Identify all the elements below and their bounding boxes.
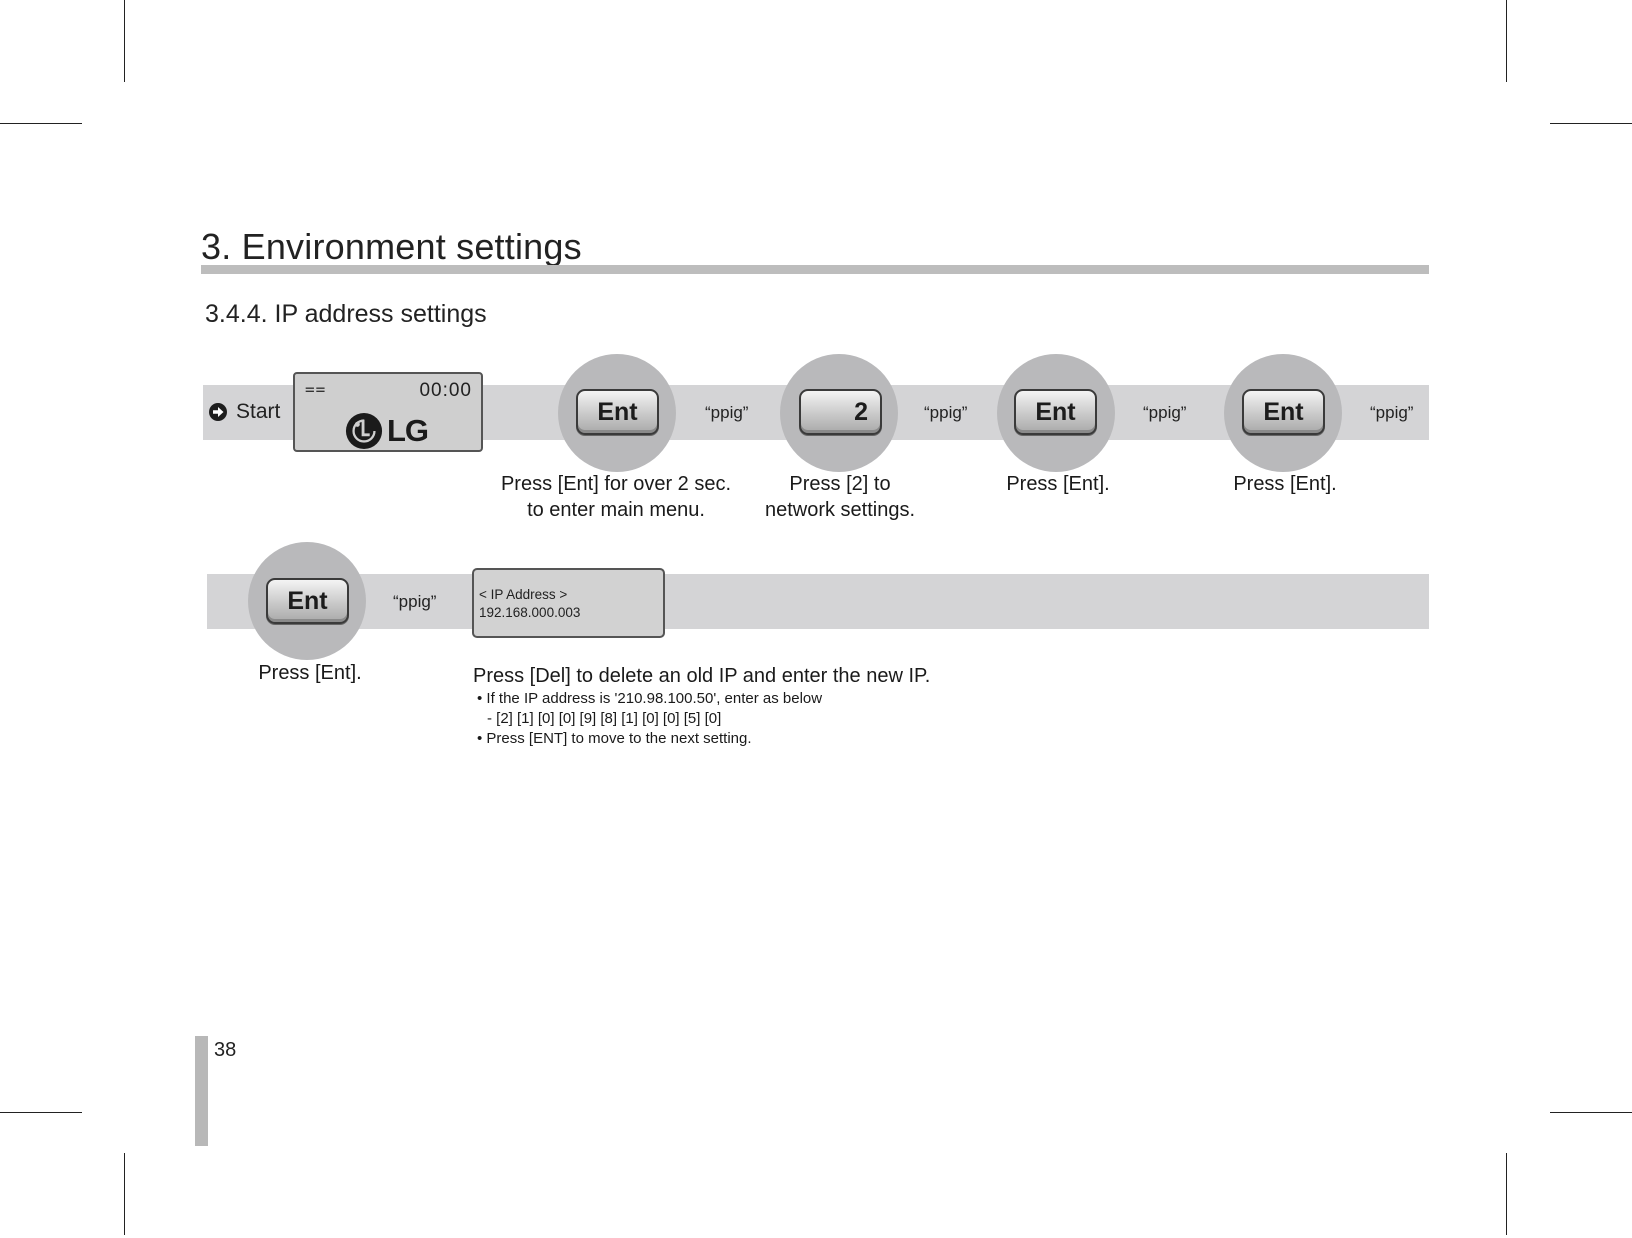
ip-instructions: Press [Del] to delete an old IP and ente… xyxy=(473,663,930,749)
start-text: Start xyxy=(236,400,281,423)
crop-mark xyxy=(1550,1112,1632,1113)
beep-sound-label: “ppig” xyxy=(1370,403,1414,422)
caption-line: Press [Ent] for over 2 sec. xyxy=(500,473,732,495)
crop-mark xyxy=(0,123,82,124)
beep-sound-label: “ppig” xyxy=(1143,403,1187,422)
crop-mark xyxy=(124,0,125,82)
instruction-main: Press [Del] to delete an old IP and ente… xyxy=(473,665,931,687)
ent-key[interactable]: Ent xyxy=(266,578,349,624)
subsection-title: 3.4.4. IP address settings xyxy=(205,300,487,328)
lg-logo-text: LG xyxy=(387,413,429,448)
ent-key[interactable]: Ent xyxy=(1242,389,1325,435)
page-number: 38 xyxy=(214,1039,237,1061)
lcd-line: < IP Address > xyxy=(479,587,568,602)
step-caption: Press [Ent] for over 2 sec. to enter mai… xyxy=(490,471,742,523)
caption-line: network settings. xyxy=(764,499,916,521)
step-caption: Press [Ent]. xyxy=(1207,471,1363,497)
beep-sound-label: “ppig” xyxy=(924,403,968,422)
lcd-clock: 00:00 xyxy=(419,380,472,401)
start-label: Start xyxy=(208,399,280,425)
lg-logo: LG xyxy=(345,412,429,450)
title-rule xyxy=(201,265,1429,274)
page-marker-bar xyxy=(195,1036,208,1146)
beep-sound-label: “ppig” xyxy=(393,592,437,611)
crop-mark xyxy=(1550,123,1632,124)
crop-mark xyxy=(1506,1153,1507,1235)
lcd-line: 192.168.000.003 xyxy=(479,605,581,620)
instruction-bullet: • Press [ENT] to move to the next settin… xyxy=(477,730,752,747)
step-caption: Press [Ent]. xyxy=(258,662,362,684)
flow-band-row2 xyxy=(207,574,1429,629)
crop-mark xyxy=(1506,0,1507,82)
number-2-key[interactable]: 2 xyxy=(799,389,882,435)
step-caption: Press [Ent]. xyxy=(980,471,1136,497)
crop-mark xyxy=(0,1112,82,1113)
section-title: 3. Environment settings xyxy=(201,226,582,267)
step-caption: Press [2] to network settings. xyxy=(735,471,945,523)
lcd-ip-address-display: < IP Address > 192.168.000.003 xyxy=(472,568,665,638)
arrow-circle-icon xyxy=(209,403,227,421)
crop-mark xyxy=(124,1153,125,1235)
ent-key[interactable]: Ent xyxy=(1014,389,1097,435)
ent-key[interactable]: Ent xyxy=(576,389,659,435)
instruction-bullet: • If the IP address is '210.98.100.50', … xyxy=(477,690,823,707)
beep-sound-label: “ppig” xyxy=(705,403,749,422)
caption-line: Press [2] to xyxy=(789,473,891,495)
lcd-signal: == xyxy=(305,380,327,399)
lg-face-icon xyxy=(345,412,383,450)
lcd-standby-display: == 00:00 LG xyxy=(293,372,483,452)
caption-line: to enter main menu. xyxy=(527,499,705,521)
caption-line: Press [Ent]. xyxy=(1233,473,1337,495)
caption-line: Press [Ent]. xyxy=(1006,473,1110,495)
instruction-example: - [2] [1] [0] [0] [9] [8] [1] [0] [0] [5… xyxy=(487,710,722,727)
